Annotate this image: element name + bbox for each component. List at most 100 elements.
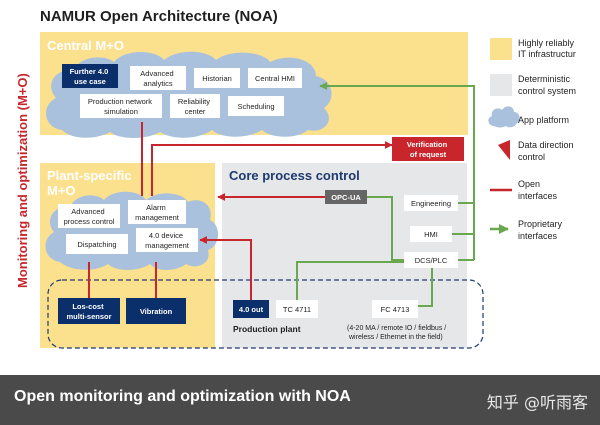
reliability-center-line2: center [185, 107, 206, 116]
field-boundary [47, 279, 484, 349]
advanced-analytics-line1: Advanced [140, 69, 173, 78]
legend-label-6a: Proprietary [518, 219, 563, 229]
svg-text:4.0 device management: 4.0 device management [145, 231, 190, 250]
verification-line2: of request [410, 150, 447, 159]
scheduling-label: Scheduling [237, 102, 274, 111]
noa-diagram: NAMUR Open Architecture (NOA) Monitoring… [15, 8, 577, 349]
scheduling-box [228, 96, 284, 116]
engineering-label: Engineering [411, 199, 451, 208]
fc-box [372, 300, 418, 318]
watermark: 知乎 @听雨客 [486, 393, 588, 412]
plant-label-1: Plant-specific [47, 168, 132, 183]
legend-label-5a: Open [518, 179, 540, 189]
low-cost-sensor-box [58, 298, 120, 324]
svg-text:Reliability center: Reliability center [178, 97, 212, 116]
svg-text:Data direction control: Data direction control [518, 140, 576, 162]
apc-line1: Advanced [71, 207, 104, 216]
core-label: Core process control [229, 168, 360, 183]
reliability-center-box [170, 94, 220, 118]
footer-title: Open monitoring and optimization with NO… [14, 388, 351, 405]
legend-label-2a: Deterministic [518, 74, 571, 84]
dispatching-label: Dispatching [77, 240, 116, 249]
out-label: 4.0 out [239, 305, 264, 314]
legend-label-4a: Data direction [518, 140, 574, 150]
out-box [233, 300, 269, 318]
vibration-label: Vibration [140, 307, 173, 316]
verification-line1: Verification [407, 140, 448, 149]
reliability-center-line1: Reliability [178, 97, 210, 106]
svg-text:Highly reliably IT infrast: Highly reliably IT infrastructur [518, 38, 577, 59]
network-simulation-box [80, 94, 162, 118]
device-mgmt-line2: management [145, 241, 190, 250]
production-plant-label: Production plant [233, 324, 301, 334]
legend-label-1b: IT infrastructur [518, 49, 576, 59]
svg-text:Proprietary interfaces: Proprietary interfaces [518, 219, 565, 241]
dcs-plc-label: DCS/PLC [415, 256, 448, 265]
advanced-analytics-line2: analytics [143, 79, 172, 88]
legend-label-1a: Highly reliably [518, 38, 575, 48]
svg-text:Verification of request: Verification of request [407, 140, 450, 159]
low-cost-line2: multi-sensor [66, 312, 111, 321]
further-usecase-line1: Further 4.0 [70, 67, 109, 76]
green-line-opc-dcs [367, 196, 404, 261]
apc-line2: process control [64, 217, 115, 226]
alarm-box [128, 200, 186, 224]
further-usecase-box [62, 64, 118, 88]
network-simulation-line2: simulation [104, 107, 138, 116]
verification-box [392, 137, 464, 161]
alarm-line1: Alarm [146, 203, 166, 212]
central-label: Central M+O [47, 38, 124, 53]
alarm-line2: management [135, 213, 180, 222]
legend-triangle-icon [498, 140, 510, 160]
historian-box [194, 68, 240, 88]
further-usecase-line2: use case [74, 77, 106, 86]
legend-label-4b: control [518, 152, 545, 162]
dcs-plc-box [404, 252, 458, 268]
legend-label-5b: interfaces [518, 191, 558, 201]
advanced-analytics-box [130, 66, 186, 90]
green-line-tc [296, 261, 404, 300]
svg-text:Alarm management: Alarm management [135, 203, 180, 222]
vibration-box [126, 298, 186, 324]
hmi-label: HMI [424, 230, 438, 239]
field-note-2: wireless / Ethernet in the field) [348, 334, 443, 341]
tc-label: TC 4711 [283, 305, 311, 314]
legend-swatch-yellow [490, 38, 512, 60]
engineering-box [404, 195, 458, 211]
network-simulation-line1: Production network [88, 97, 152, 106]
svg-text:Open interfaces: Open interfaces [518, 179, 558, 201]
low-cost-line1: Los-cost [72, 302, 104, 311]
svg-text:Advanced analytics: Advanced analytics [140, 69, 175, 88]
legend-swatch-gray [490, 74, 512, 96]
legend-label-2b: control system [518, 86, 576, 96]
central-hmi-label: Central HMI [255, 74, 295, 83]
svg-text:Advanced process control: Advanced process control [64, 207, 115, 226]
svg-text:Deterministic control syst: Deterministic control system [518, 74, 576, 96]
opc-ua-box [325, 190, 367, 204]
legend-label-6b: interfaces [518, 231, 558, 241]
diagram-title: NAMUR Open Architecture (NOA) [40, 8, 278, 25]
apc-box [58, 204, 120, 228]
device-mgmt-line1: 4.0 device [149, 231, 183, 240]
legend-label-3: App platform [518, 115, 569, 125]
opc-ua-label: OPC-UA [331, 193, 361, 202]
red-line-verification [151, 141, 393, 196]
svg-text:Further 4.0 use case: Further 4.0 use case [70, 67, 111, 86]
device-mgmt-box [136, 228, 198, 252]
red-line-device [199, 236, 252, 300]
hmi-box [410, 226, 452, 242]
footer-bar: Open monitoring and optimization with NO… [0, 375, 600, 425]
tc-box [276, 300, 318, 318]
green-line-fc [418, 268, 433, 307]
legend-cloud-icon [488, 106, 520, 128]
dispatching-box [66, 234, 128, 254]
fc-label: FC 4713 [381, 305, 410, 314]
historian-label: Historian [202, 74, 232, 83]
plant-label-2: M+O [47, 183, 76, 198]
field-note-1: (4-20 MA / remote IO / fieldbus / [347, 325, 446, 332]
svg-text:Production network simulat: Production network simulation [88, 97, 154, 116]
svg-text:Los-cost multi-sensor: Los-cost multi-sensor [66, 302, 111, 321]
side-label: Monitoring and optimization (M+O) [15, 73, 30, 288]
central-hmi-box [248, 68, 302, 88]
